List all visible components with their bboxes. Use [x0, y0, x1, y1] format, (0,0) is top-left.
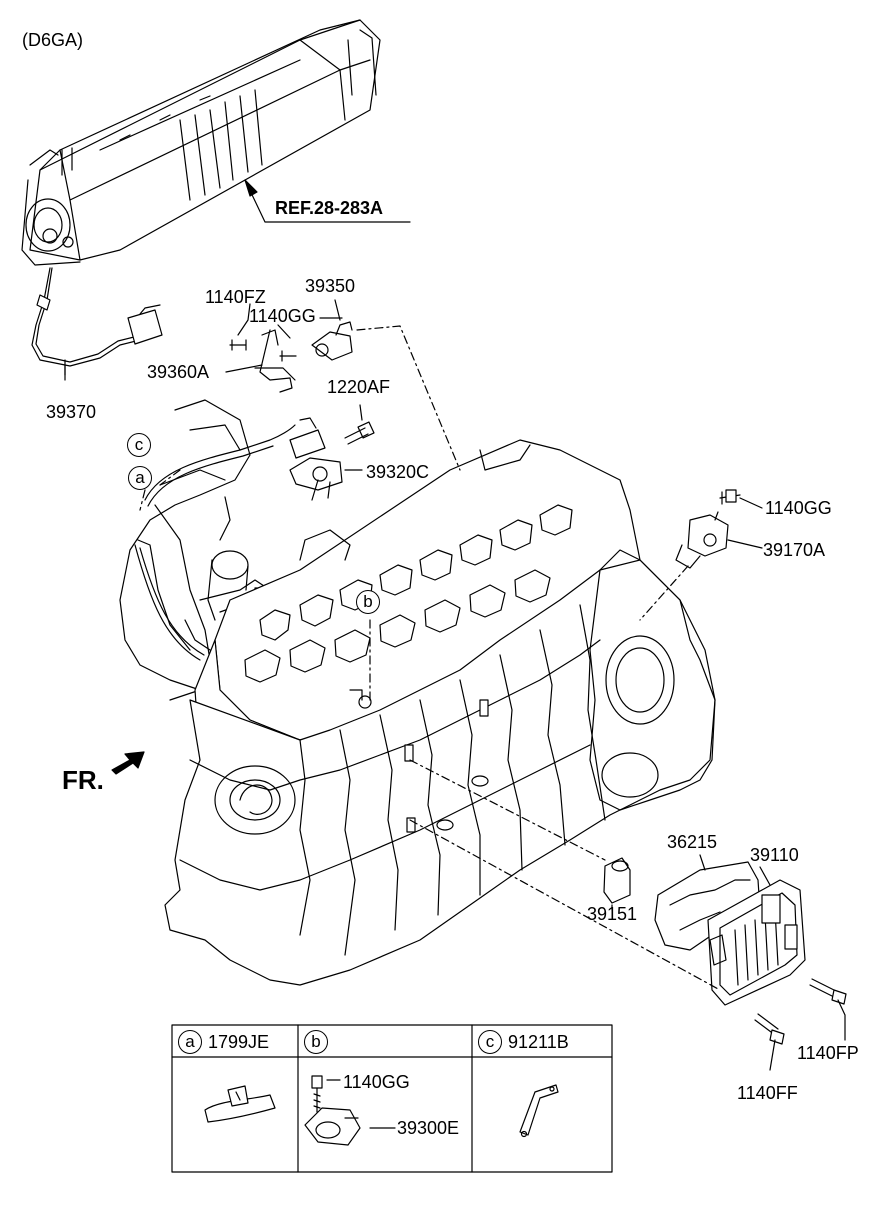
part-label-39110[interactable]: 39110 — [750, 845, 799, 865]
legend-b-sensor-illustration — [304, 1075, 361, 1146]
part-label-1140fp[interactable]: 1140FP — [797, 1043, 859, 1063]
legend-b-letter: b — [304, 1030, 328, 1054]
part-label-1140ff[interactable]: 1140FF — [737, 1083, 798, 1103]
sensor-39350-illustration — [229, 317, 353, 393]
legend-a-part[interactable]: 1799JE — [208, 1032, 270, 1052]
front-arrow-icon — [111, 751, 145, 775]
part-label-1220af[interactable]: 1220AF — [327, 377, 391, 397]
part-label-1140fz[interactable]: 1140FZ — [205, 287, 266, 307]
part-label-36215[interactable]: 36215 — [667, 832, 718, 852]
part-label-39370[interactable]: 39370 — [46, 402, 97, 422]
front-direction-label: FR. — [62, 765, 104, 795]
legend-a-cable-tie-illustration — [204, 1085, 276, 1123]
legend-c-part[interactable]: 91211B — [508, 1032, 569, 1052]
bolts-1140fp-1140ff-illustration — [754, 978, 847, 1045]
legend-b-bolt-label[interactable]: 1140GG — [343, 1072, 410, 1092]
part-label-39350[interactable]: 39350 — [305, 276, 356, 296]
callout-a-marker[interactable]: a — [128, 466, 152, 490]
callout-b-marker[interactable]: b — [356, 590, 380, 614]
callout-c-marker[interactable]: c — [127, 433, 151, 457]
legend-a-letter: a — [178, 1030, 202, 1054]
sensor-39170a-illustration — [675, 489, 741, 569]
ecu-illustration — [603, 857, 806, 1006]
part-label-39170a[interactable]: 39170A — [763, 540, 826, 560]
part-label-1140gg-right[interactable]: 1140GG — [765, 498, 832, 518]
part-label-39151[interactable]: 39151 — [587, 904, 638, 924]
ref-arrowhead — [244, 179, 258, 197]
reference-label[interactable]: REF.28-283A — [275, 198, 384, 218]
engine-code-label: (D6GA) — [22, 30, 84, 50]
part-label-39360a[interactable]: 39360A — [147, 362, 210, 382]
legend-b-sensor-label[interactable]: 39300E — [397, 1118, 460, 1138]
legend-c-letter: c — [478, 1030, 502, 1054]
engine-block-illustration — [164, 439, 716, 986]
sensor-39320c-illustration — [289, 417, 375, 501]
label-leaders — [64, 299, 846, 1071]
legend-c-bracket-illustration — [519, 1084, 559, 1138]
part-label-1140gg-top[interactable]: 1140GG — [249, 306, 316, 326]
egr-cooler-illustration — [21, 19, 381, 266]
part-label-39320c[interactable]: 39320C — [366, 462, 430, 482]
sensor-39370-illustration — [31, 267, 163, 376]
dashed-leaders — [139, 325, 721, 991]
